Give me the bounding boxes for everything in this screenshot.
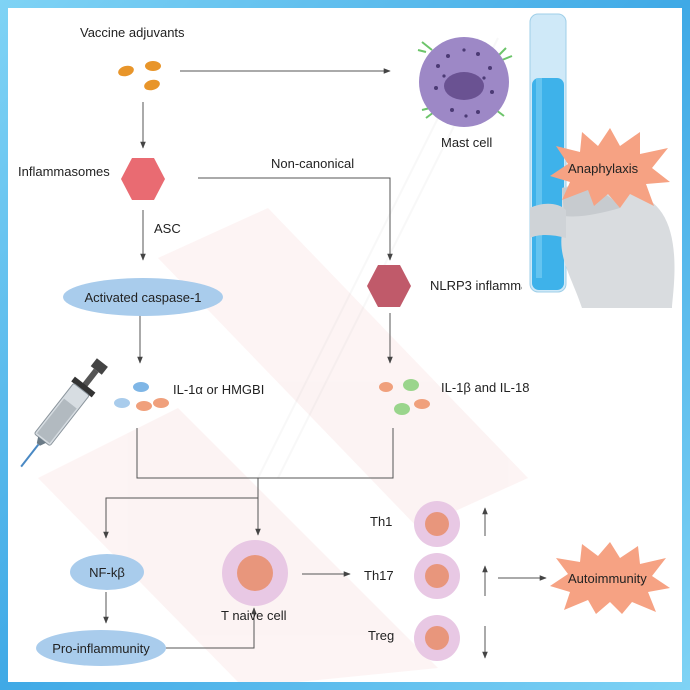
il1a-cytokine-icon <box>114 382 169 411</box>
non-canonical-label: Non-canonical <box>271 156 355 171</box>
vaccine-adjuvants-label: Vaccine adjuvants <box>80 25 185 40</box>
inflammasome-hexagon-icon <box>121 158 165 200</box>
nfkb-node: NF-kβ <box>70 554 144 590</box>
activated-caspase-node: Activated caspase-1 <box>63 278 223 316</box>
anaphylaxis-burst-icon <box>550 128 670 208</box>
autoimmunity-label: Autoimmunity <box>568 571 647 586</box>
il1a-label: IL-1α or HMGBI <box>173 382 265 397</box>
pro-inflammunity-node: Pro-inflammunity <box>36 630 166 666</box>
nlrp3-hexagon-icon <box>367 265 411 307</box>
mast-cell-icon <box>417 37 513 127</box>
arrow-to-nfkb <box>103 497 258 539</box>
treg-cell-icon <box>414 615 460 661</box>
connector-lines <box>103 65 611 659</box>
th1-label: Th1 <box>370 514 393 529</box>
autoimmunity-burst-icon <box>550 542 670 614</box>
vaccine-adjuvant-icon <box>118 61 161 91</box>
diagram-canvas: Vaccine adjuvants Inflammasomes ASC Non-… <box>8 8 682 682</box>
merge-lines <box>136 428 394 479</box>
activated-caspase-label: Activated caspase-1 <box>84 289 202 305</box>
th17-label: Th17 <box>364 568 394 583</box>
inflammasomes-label: Inflammasomes <box>18 164 110 179</box>
pro-inflammunity-label: Pro-inflammunity <box>52 640 150 656</box>
treg-label: Treg <box>368 628 395 643</box>
syringe-icon <box>20 358 108 468</box>
t-naive-cell-icon <box>222 540 288 606</box>
arrow-proinflam-to-tnaive <box>164 607 257 649</box>
il1b-label: IL-1β and IL-18 <box>441 380 530 395</box>
th1-cell-icon <box>414 501 460 547</box>
asc-label: ASC <box>154 221 181 236</box>
t-naive-label: T naive cell <box>221 608 287 623</box>
il1b-cytokine-icon <box>379 379 430 415</box>
nfkb-label: NF-kβ <box>89 564 125 580</box>
anaphylaxis-label: Anaphylaxis <box>568 161 639 176</box>
th17-cell-icon <box>414 553 460 599</box>
arrow-noncanonical <box>198 177 393 261</box>
mast-cell-label: Mast cell <box>441 135 493 150</box>
